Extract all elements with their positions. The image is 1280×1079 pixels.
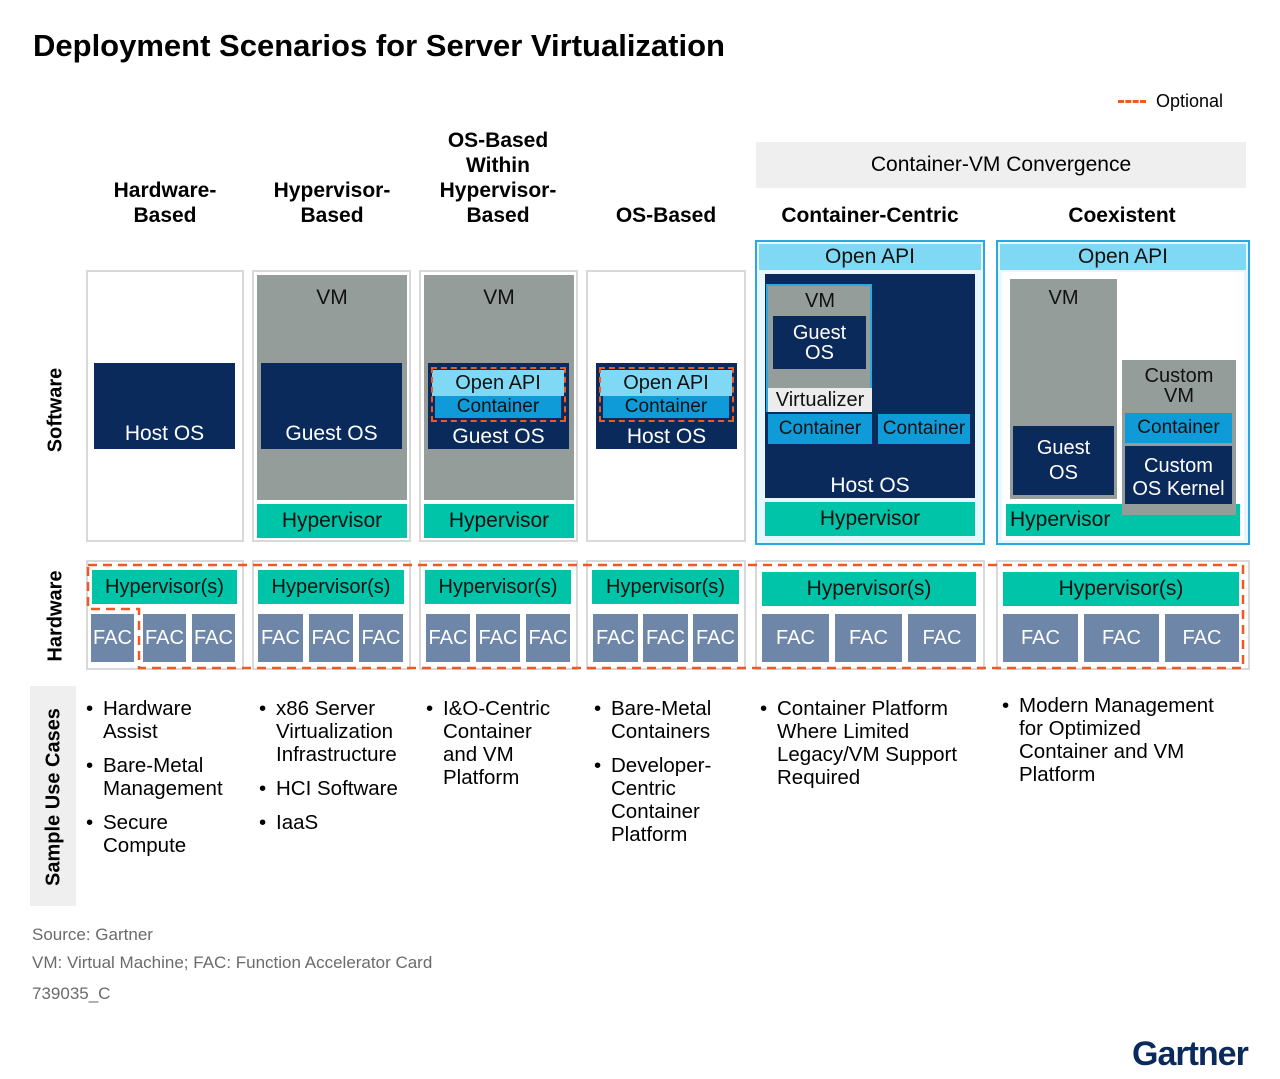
use-case-item: Hardware Assist [86,697,246,743]
footer-note: VM: Virtual Machine; FAC: Function Accel… [32,953,433,972]
use-case-item: IaaS [259,811,419,834]
fac-card: FAC [359,614,403,662]
guest-os-box: Guest OS [1013,426,1114,495]
footer-source: Source: Gartner [32,925,153,944]
fac-card: FAC [1165,614,1239,662]
optional-dashed-outline [431,367,566,422]
gartner-logo: Gartner [1132,1035,1249,1073]
hypervisors-box: Hypervisor(s) [258,570,404,604]
guest-os-box: Guest OS [261,363,402,449]
fac-card: FAC [835,614,902,662]
use-cases-os-within-hypervisor: I&O-Centric Container and VM Platform [426,697,586,800]
heading-container-centric: Container-Centric [781,204,959,227]
hypervisor-box: Hypervisor [257,504,407,538]
page-title: Deployment Scenarios for Server Virtuali… [33,28,725,63]
heading-coexistent: Coexistent [1068,204,1176,227]
use-cases-coexistent: Modern Management for Optimized Containe… [1002,694,1252,797]
guest-os-box: Guest OS [773,316,866,369]
footer-id: 739035_C [32,984,111,1003]
open-api-box: Open API [759,244,981,270]
virtualizer-box: Virtualizer [768,388,872,412]
hypervisor-box: Hypervisor [424,504,574,538]
fac-card: FAC [526,614,570,662]
legend: Optional [1118,90,1223,112]
fac-card: FAC [593,614,638,662]
fac-card: FAC [1003,614,1078,662]
use-cases-hardware-based: Hardware Assist Bare-Metal Management Se… [86,697,246,868]
use-cases-os-based: Bare-Metal Containers Developer- Centric… [594,697,754,857]
container-box: Container [768,414,872,444]
hypervisors-box: Hypervisor(s) [425,570,571,604]
heading-hardware-based: Hardware- Based [113,179,217,227]
fac-card: FAC [762,614,829,662]
use-case-item: Bare-Metal Management [86,754,246,800]
host-os-box: Host OS [94,363,235,449]
use-case-item: I&O-Centric Container and VM Platform [426,697,586,789]
heading-hypervisor-based: Hypervisor- Based [273,179,391,227]
use-case-item: Secure Compute [86,811,246,857]
hypervisors-box: Hypervisor(s) [92,570,237,604]
heading-os-based-within-hypervisor: OS-Based Within Hypervisor- Based [439,129,557,227]
fac-card: FAC [693,614,738,662]
hypervisors-box: Hypervisor(s) [1003,572,1239,606]
custom-vm-base-strip [1122,504,1236,515]
open-api-box: Open API [600,370,732,396]
legend-optional-label: Optional [1156,90,1224,111]
use-cases-hypervisor-based: x86 Server Virtualization Infrastructure… [259,697,419,845]
container-vm-convergence-banner: Container-VM Convergence [756,142,1246,188]
use-case-item: HCI Software [259,777,419,800]
vm-label: VM [805,290,835,312]
fac-card: FAC [426,614,470,662]
hypervisors-box: Hypervisor(s) [592,570,739,604]
hypervisors-box: Hypervisor(s) [762,572,976,606]
use-case-item: Modern Management for Optimized Containe… [1002,694,1252,786]
fac-card: FAC [192,614,235,662]
optional-dash-swatch [1118,99,1146,103]
fac-card: FAC [91,614,134,662]
hypervisor-box: Hypervisor [765,502,975,536]
fac-card: FAC [643,614,688,662]
fac-card: FAC [309,614,353,662]
custom-os-kernel-box: Custom OS Kernel [1125,446,1232,510]
fac-card: FAC [258,614,303,662]
open-api-box: Open API [432,370,564,396]
use-cases-label-background [30,686,76,906]
container-box: Container [1125,413,1232,443]
use-case-item: x86 Server Virtualization Infrastructure [259,697,419,766]
use-cases-container-centric: Container Platform Where Limited Legacy/… [760,697,990,800]
optional-dashed-outline [599,367,734,422]
heading-os-based: OS-Based [615,204,717,227]
open-api-box: Open API [1000,244,1246,270]
fac-card: FAC [908,614,976,662]
fac-card: FAC [1084,614,1159,662]
use-case-item: Container Platform Where Limited Legacy/… [760,697,990,789]
fac-card: FAC [476,614,520,662]
container-box: Container [878,414,970,444]
container-box: Container [603,396,729,418]
use-case-item: Developer- Centric Container Platform [594,754,754,846]
container-box: Container [435,396,561,418]
fac-card: FAC [143,614,186,662]
use-case-item: Bare-Metal Containers [594,697,754,743]
